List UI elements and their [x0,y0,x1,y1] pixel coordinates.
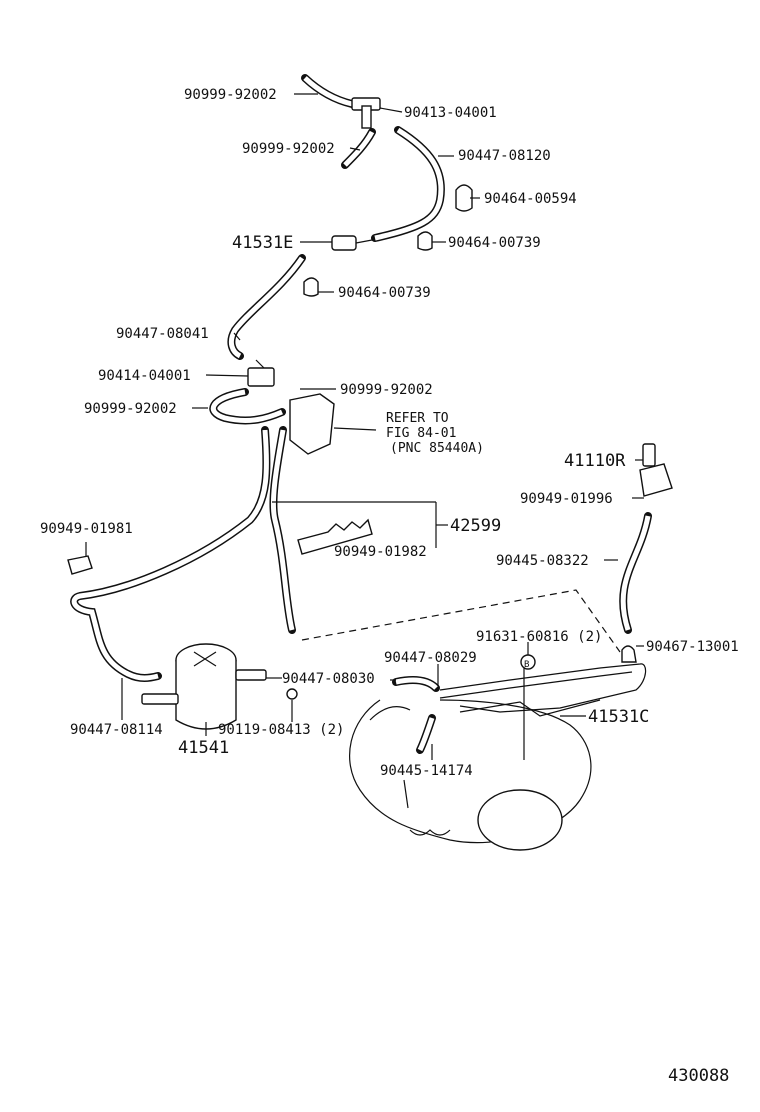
part-label: 90999-92002 [84,401,177,417]
part-label: 90447-08041 [116,326,209,342]
bracket-icon [621,645,637,663]
part-label: 41531E [232,233,293,253]
parts-group [67,97,673,851]
part-label: 90447-08114 [70,722,163,738]
clamp-icon [303,184,473,297]
part-label: 90119-08413 (2) [218,722,344,738]
part-label: 91631-60816 (2) [476,629,602,645]
part-label: 41541 [178,738,229,758]
part-labels: 90999-92002 90413-04001 90999-92002 9044… [40,87,739,1086]
charcoal-canister-icon [141,643,298,730]
part-label: 90413-04001 [404,105,497,121]
note-pnc: (PNC 85440A) [390,441,484,456]
tee-fitting-icon [351,97,381,129]
vacuum-switch-assembly-icon [289,393,377,455]
part-label: 90949-01996 [520,491,613,507]
engine-block-icon [349,699,592,851]
part-label: 90949-01982 [334,544,427,560]
hose-group [70,74,652,754]
part-label: 90447-08030 [282,671,375,687]
figure-number: 430088 [668,1066,729,1086]
part-label: 41110R [564,451,626,471]
connector-icon [67,555,93,575]
part-label: 90447-08029 [384,650,477,666]
part-label: 90464-00739 [338,285,431,301]
vsv-icon [247,359,275,387]
part-label: 90447-08120 [458,148,551,164]
part-label: 90445-14174 [380,763,473,779]
part-label: 90414-04001 [98,368,191,384]
part-label: 90949-01981 [40,521,133,537]
part-label: 42599 [450,516,501,536]
check-valve-icon [331,235,373,251]
part-label: 90464-00739 [448,235,541,251]
part-label: 90467-13001 [646,639,739,655]
part-label: 90999-92002 [184,87,277,103]
comb-clamp-icon [297,518,373,555]
note-refer: REFER TO [386,411,449,426]
part-label: 90464-00594 [484,191,577,207]
part-label: 90999-92002 [340,382,433,398]
part-label: 41531C [588,707,649,727]
sensor-icon [639,443,673,497]
part-label: 90445-08322 [496,553,589,569]
marker-b: B [524,660,529,670]
note-fig: FIG 84-01 [386,426,456,441]
part-label: 90999-92002 [242,141,335,157]
leader-lines [85,93,644,809]
